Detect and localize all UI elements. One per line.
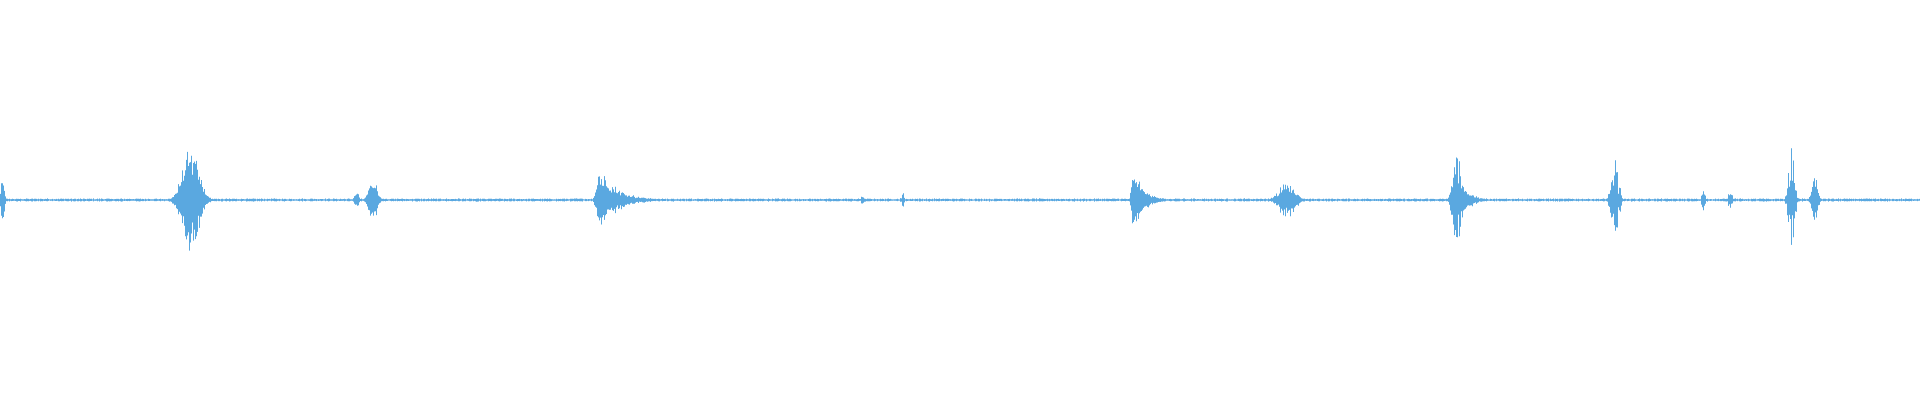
waveform-trace [0,148,1920,251]
waveform-amplitude [0,148,1920,251]
